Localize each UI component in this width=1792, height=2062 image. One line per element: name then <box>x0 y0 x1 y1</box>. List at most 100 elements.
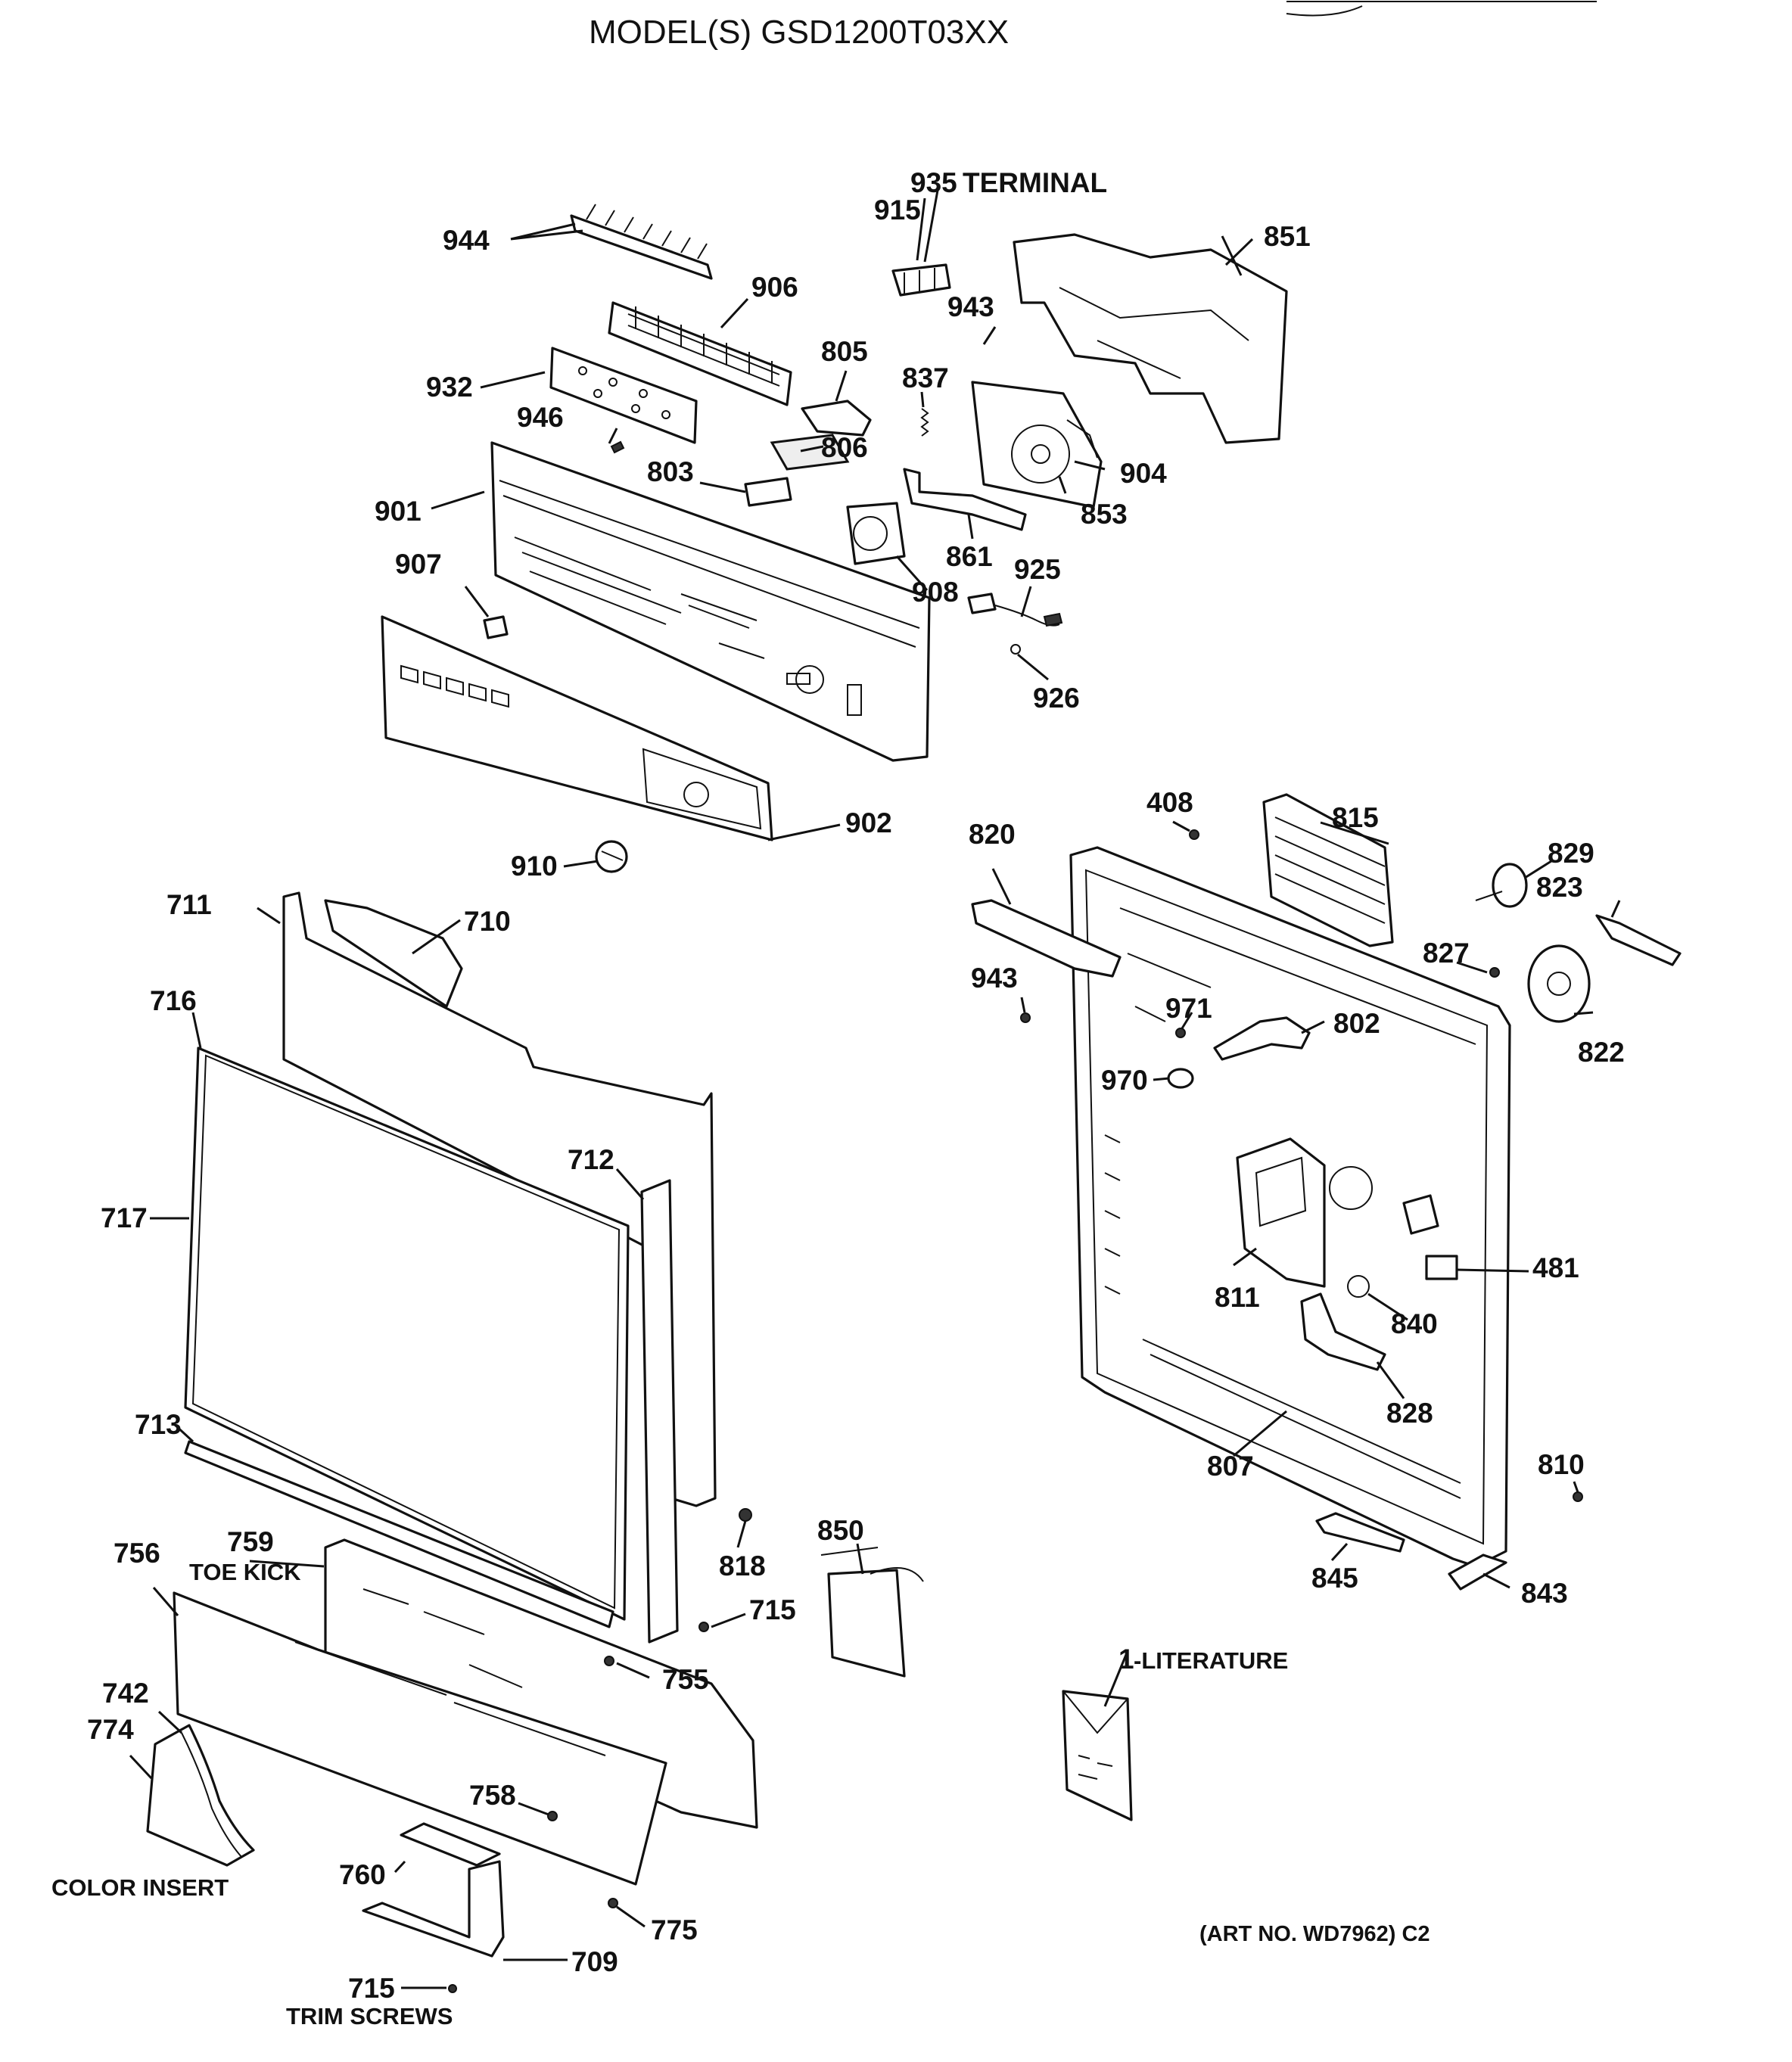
part-904-timer <box>971 381 1103 509</box>
label-946: 946 <box>517 402 564 433</box>
label-755: 755 <box>662 1664 709 1695</box>
label-710: 710 <box>464 906 511 937</box>
label-823: 823 <box>1536 872 1583 903</box>
part-715-trim-screw <box>448 1984 457 1993</box>
part-712-side-trim <box>640 1179 679 1644</box>
part-806-insulation <box>770 434 850 471</box>
part-861-lever <box>903 468 1027 531</box>
part-710-brace <box>324 899 463 1008</box>
part-818-screw <box>739 1508 752 1522</box>
label-742: 742 <box>102 1678 149 1709</box>
label-715b: 715 <box>348 1973 395 2004</box>
part-822-dial <box>1527 944 1591 1023</box>
label-970: 970 <box>1101 1065 1148 1096</box>
part-829-knob <box>1475 863 1528 908</box>
part-944-switch-comb <box>570 204 713 280</box>
part-713-bottom-trim <box>184 1440 614 1628</box>
part-823-lever <box>1595 914 1682 966</box>
scan-mark <box>1286 5 1363 17</box>
part-dispenser-latch <box>1402 1194 1439 1235</box>
label-935: 935 <box>910 167 957 198</box>
label-711: 711 <box>166 889 212 920</box>
label-815: 815 <box>1332 802 1379 833</box>
label-851: 851 <box>1264 221 1311 252</box>
part-805-bracket <box>801 400 872 437</box>
label-716: 716 <box>150 985 197 1016</box>
caption-toe-kick: TOE KICK <box>189 1559 301 1585</box>
label-717: 717 <box>101 1202 148 1233</box>
label-709: 709 <box>571 1946 618 1977</box>
label-932: 932 <box>426 372 473 403</box>
label-906: 906 <box>751 272 798 303</box>
label-1: 1 <box>1118 1644 1134 1675</box>
label-843: 843 <box>1521 1578 1568 1609</box>
label-775: 775 <box>651 1914 698 1945</box>
label-840: 840 <box>1391 1308 1438 1339</box>
part-843-hinge <box>1448 1553 1507 1591</box>
label-901: 901 <box>375 496 422 527</box>
part-803-switch <box>744 477 792 507</box>
part-775-screw <box>608 1898 618 1908</box>
label-910: 910 <box>511 851 558 882</box>
label-943b: 943 <box>971 963 1018 994</box>
leader-lines <box>129 185 1621 1989</box>
part-901-control-console <box>490 441 931 762</box>
label-756: 756 <box>114 1538 160 1569</box>
part-1-literature <box>1062 1690 1133 1821</box>
part-845-bracket <box>1315 1512 1405 1553</box>
label-760: 760 <box>339 1859 386 1890</box>
label-907: 907 <box>395 549 442 580</box>
label-758: 758 <box>469 1780 516 1811</box>
caption-literature: -LITERATURE <box>1134 1647 1288 1674</box>
label-715a: 715 <box>749 1594 796 1625</box>
label-802: 802 <box>1333 1008 1380 1039</box>
part-408-screw <box>1189 829 1199 840</box>
part-851-vent-duct <box>1013 233 1288 444</box>
label-845: 845 <box>1311 1563 1358 1594</box>
part-925-wire-harness <box>967 592 1063 627</box>
label-806: 806 <box>821 432 868 463</box>
label-774: 774 <box>87 1714 134 1745</box>
label-971: 971 <box>1165 993 1212 1024</box>
part-850-hinge-bracket <box>820 1547 924 1678</box>
part-910-knob <box>595 840 628 873</box>
label-943a: 943 <box>947 291 994 322</box>
part-906-switch-assembly <box>608 301 792 406</box>
part-755-screw <box>604 1656 614 1666</box>
label-908: 908 <box>912 577 959 608</box>
part-dispenser-cap <box>1329 1166 1373 1210</box>
part-943-screw <box>1020 1012 1031 1023</box>
part-915-terminal-block <box>891 263 951 297</box>
label-915: 915 <box>874 194 921 225</box>
label-712: 712 <box>568 1144 614 1175</box>
part-907-button <box>483 615 509 639</box>
label-818: 818 <box>719 1550 766 1581</box>
part-926-fastener <box>1010 644 1021 655</box>
label-926: 926 <box>1033 683 1080 714</box>
caption-trim-screws: TRIM SCREWS <box>286 2003 453 2029</box>
label-902: 902 <box>845 807 892 838</box>
label-805: 805 <box>821 336 868 367</box>
part-946-screw <box>610 440 625 454</box>
caption-color-insert: COLOR INSERT <box>51 1874 229 1901</box>
label-861: 861 <box>946 541 993 572</box>
part-908-selector-switch <box>846 502 906 565</box>
part-820-rail <box>971 899 1122 978</box>
label-828: 828 <box>1386 1398 1433 1429</box>
part-742-color-insert <box>146 1724 255 1867</box>
label-759: 759 <box>227 1526 274 1557</box>
label-829: 829 <box>1548 838 1594 869</box>
label-408: 408 <box>1146 787 1193 818</box>
part-837-spring <box>920 408 929 437</box>
part-971-screw <box>1175 1028 1186 1038</box>
part-760-bracket <box>400 1822 501 1867</box>
label-944: 944 <box>443 225 490 256</box>
label-925: 925 <box>1014 554 1061 585</box>
part-802-lever <box>1213 1016 1311 1061</box>
label-811: 811 <box>1215 1282 1260 1313</box>
part-815-vent <box>1262 793 1394 947</box>
part-811-dispenser <box>1236 1137 1326 1288</box>
caption-terminal: TERMINAL <box>963 167 1107 198</box>
